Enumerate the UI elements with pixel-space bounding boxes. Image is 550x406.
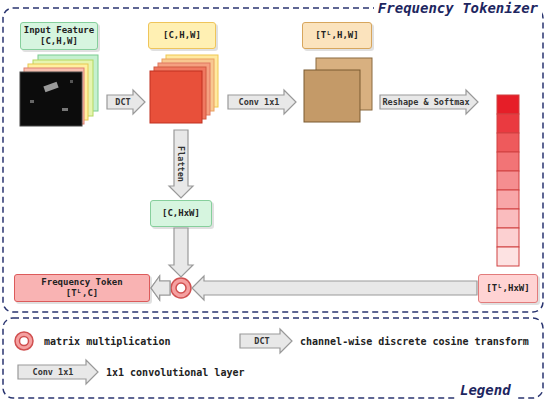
legend-frame [3, 318, 543, 398]
label-box: [Tᴸ,H,W] [302, 22, 372, 49]
node-label: Frequency Token [Tᴸ,C] [36, 277, 128, 299]
image-detail [70, 80, 73, 83]
bar-cell [497, 133, 519, 152]
image-detail [43, 82, 58, 92]
label-box: [C,HxW] [150, 200, 212, 227]
legend-sample-label: Conv 1x1 [22, 366, 84, 378]
edge-label: DCT [111, 96, 135, 108]
legend-text: 1x1 convolutional layer [106, 366, 244, 379]
legend-matmul-inner [20, 337, 29, 346]
input-stack [20, 55, 98, 126]
dct-stack [150, 55, 218, 123]
bar-cell [497, 209, 519, 228]
legend-matmul-symbol [15, 332, 33, 350]
bar-cell [497, 95, 519, 114]
matmul-inner [176, 283, 186, 293]
edge-label: Flatten [175, 137, 187, 191]
node-label: [C,HxW] [162, 208, 200, 219]
bar-cell [497, 152, 519, 171]
node: [Tᴸ,HxW] [478, 93, 538, 304]
hollow-arrow [228, 90, 296, 114]
matmul-outer [171, 278, 191, 298]
matmul-symbol [171, 278, 191, 298]
label-box: Input Feature [C,H,W] [20, 22, 98, 50]
legend-text: matrix multiplication [44, 335, 170, 348]
node: [Tᴸ,H,W] [300, 20, 376, 128]
label-box: [Tᴸ,HxW] [478, 274, 538, 303]
connector [169, 130, 193, 198]
image-detail [62, 108, 68, 111]
node-label: [Tᴸ,HxW] [486, 283, 529, 294]
node: [C,H,W] [146, 20, 222, 128]
hollow-arrow [107, 90, 145, 114]
legend-sample-label: DCT [242, 335, 282, 347]
bar-cell [497, 114, 519, 133]
connector [107, 90, 145, 114]
hollow-arrow [169, 228, 193, 277]
image-detail [30, 100, 34, 103]
tokenizer-frame [3, 8, 543, 312]
legend-symbols [15, 329, 292, 384]
legend-heading: Legend [456, 382, 515, 399]
input-image [20, 72, 82, 126]
legend-conv-shape [18, 360, 98, 384]
node: [C,HxW] [150, 200, 212, 227]
node: Frequency Token [Tᴸ,C] [14, 274, 150, 302]
bar-cell [497, 190, 519, 209]
feature-layer [150, 71, 202, 123]
diagram-title: Frequency Tokenizer [374, 0, 542, 17]
connector [151, 276, 477, 300]
edge-label: Reshape & Softmax [382, 96, 471, 108]
hollow-arrow [151, 276, 170, 300]
node-label: [C,H,W] [163, 30, 201, 41]
softmax-bar [497, 95, 519, 266]
node-label: Input Feature [C,H,W] [21, 25, 97, 47]
bar-cell [497, 228, 519, 247]
legend-text: channel-wise discrete cosine transform [300, 335, 529, 348]
bar-cell [497, 247, 519, 266]
hollow-arrow [380, 90, 478, 114]
legend-dct-arrow [240, 329, 292, 353]
node-label: [Tᴸ,H,W] [315, 30, 358, 41]
label-box: Frequency Token [Tᴸ,C] [14, 274, 150, 302]
connector [380, 90, 478, 114]
hollow-arrow [151, 276, 170, 300]
bar-cell [497, 171, 519, 190]
connector [151, 228, 193, 300]
hollow-arrow [192, 276, 477, 300]
feature-layer [304, 70, 360, 122]
connector [228, 90, 296, 114]
node: Input Feature [C,H,W] [18, 20, 104, 128]
label-box: [C,H,W] [148, 22, 216, 49]
edge-label: Conv 1x1 [232, 96, 286, 108]
conv-stack [304, 58, 372, 122]
hollow-arrow [169, 130, 193, 198]
